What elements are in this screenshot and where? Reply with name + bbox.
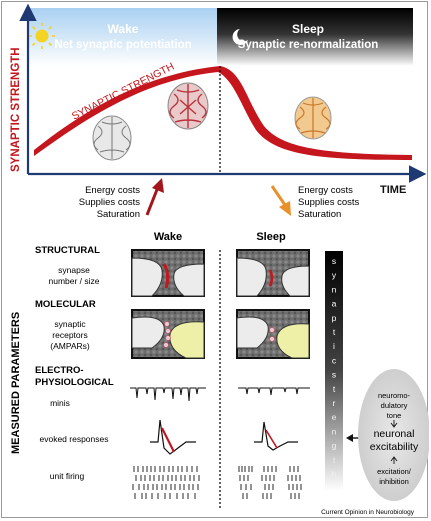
section-structural: STRUCTURAL: [35, 245, 100, 256]
oval-top-3: tone: [387, 411, 402, 420]
bar-letter: t: [333, 455, 336, 465]
moon-icon: [232, 29, 248, 45]
bar-letter: a: [332, 299, 337, 309]
section-electro-2: PHYSIOLOGICAL: [35, 377, 114, 388]
unit-firing-wake: [132, 466, 200, 499]
bar-letter: t: [333, 327, 336, 337]
bar-letter: e: [332, 412, 337, 422]
section-electro-1: ELECTRO-: [35, 365, 84, 376]
oval-main-2: excitability: [370, 441, 419, 453]
bar-letter: r: [333, 398, 336, 408]
bar-letter: i: [333, 341, 335, 351]
col-sleep-header: Sleep: [256, 231, 286, 243]
sleep-cost-2: Supplies costs: [298, 197, 360, 208]
param-evoked: evoked responses: [40, 434, 109, 444]
x-axis-label: TIME: [380, 184, 406, 196]
bar-letter: s: [332, 370, 336, 380]
sleep-band: [217, 8, 413, 66]
section-molecular: MOLECULAR: [35, 299, 96, 310]
oval-top-2: dulatory: [381, 401, 408, 410]
col-wake-header: Wake: [154, 231, 182, 243]
param-unit-firing: unit firing: [50, 471, 85, 481]
minis-wake-trace: [130, 387, 206, 402]
measured-parameters-label: MEASURED PARAMETERS: [10, 312, 22, 454]
oval-main-1: neuronal: [374, 428, 415, 440]
y-axis-label: SYNAPTIC STRENGTH: [10, 47, 22, 172]
param-receptors-1: synaptic: [54, 319, 86, 329]
synapse-wake-image: [131, 249, 205, 297]
down-arrow-icon: [390, 420, 398, 428]
bar-letter: t: [333, 384, 336, 394]
oval-top-1: neuromo-: [378, 391, 411, 400]
wake-cost-arrow: [145, 178, 164, 216]
receptors-wake-image: [131, 309, 205, 359]
param-receptors-2: receptors: [52, 330, 87, 340]
bar-letter: y: [332, 270, 337, 280]
bar-letter: s: [332, 256, 336, 266]
excitability-oval: [358, 369, 429, 501]
sleep-title: Sleep: [292, 22, 324, 36]
brain-orange-icon: [294, 96, 332, 140]
bar-letter: n: [332, 284, 337, 294]
sleep-subtitle: Synaptic re-normalization: [238, 39, 379, 51]
evoked-sleep-trace: [254, 421, 298, 451]
unit-firing-sleep: [238, 466, 302, 499]
wake-cost-3: Saturation: [97, 209, 140, 220]
bar-letter: c: [332, 355, 337, 365]
param-receptors-3: (AMPARs): [50, 341, 90, 351]
sleep-cost-arrow: [270, 185, 291, 216]
bar-letter: p: [332, 313, 337, 323]
oval-bottom-2: inhibition: [379, 477, 409, 486]
evoked-wake-trace: [150, 419, 196, 455]
wake-title: Wake: [108, 22, 139, 36]
param-minis: minis: [50, 398, 70, 408]
wake-band: [28, 8, 224, 66]
synapse-sleep-image: [236, 249, 310, 297]
bar-letter: g: [332, 441, 337, 451]
synaptic-strength-bar: [325, 251, 343, 491]
brain-gray-icon: [92, 115, 132, 161]
journal-credit: Current Opinion in Neurobiology: [321, 509, 415, 516]
oval-bottom-1: excitation/: [377, 467, 412, 476]
wake-cost-2: Supplies costs: [79, 197, 141, 208]
sleep-cost-3: Saturation: [298, 209, 341, 220]
receptors-sleep-image: [236, 309, 310, 359]
bar-letter: n: [332, 426, 337, 436]
param-synapse-2: number / size: [48, 276, 99, 286]
sleep-cost-1: Energy costs: [298, 185, 353, 196]
bar-letter: h: [332, 469, 337, 479]
wake-subtitle: Net synaptic potentiation: [54, 39, 191, 51]
curve-label: SYNAPTIC STRENGTH: [70, 61, 176, 123]
minis-sleep-trace: [238, 387, 310, 396]
brain-red-icon: [167, 82, 209, 130]
wake-cost-1: Energy costs: [85, 185, 140, 196]
sun-icon: [29, 23, 55, 49]
param-synapse-1: synapse: [58, 265, 90, 275]
up-arrow-icon: [390, 456, 398, 464]
